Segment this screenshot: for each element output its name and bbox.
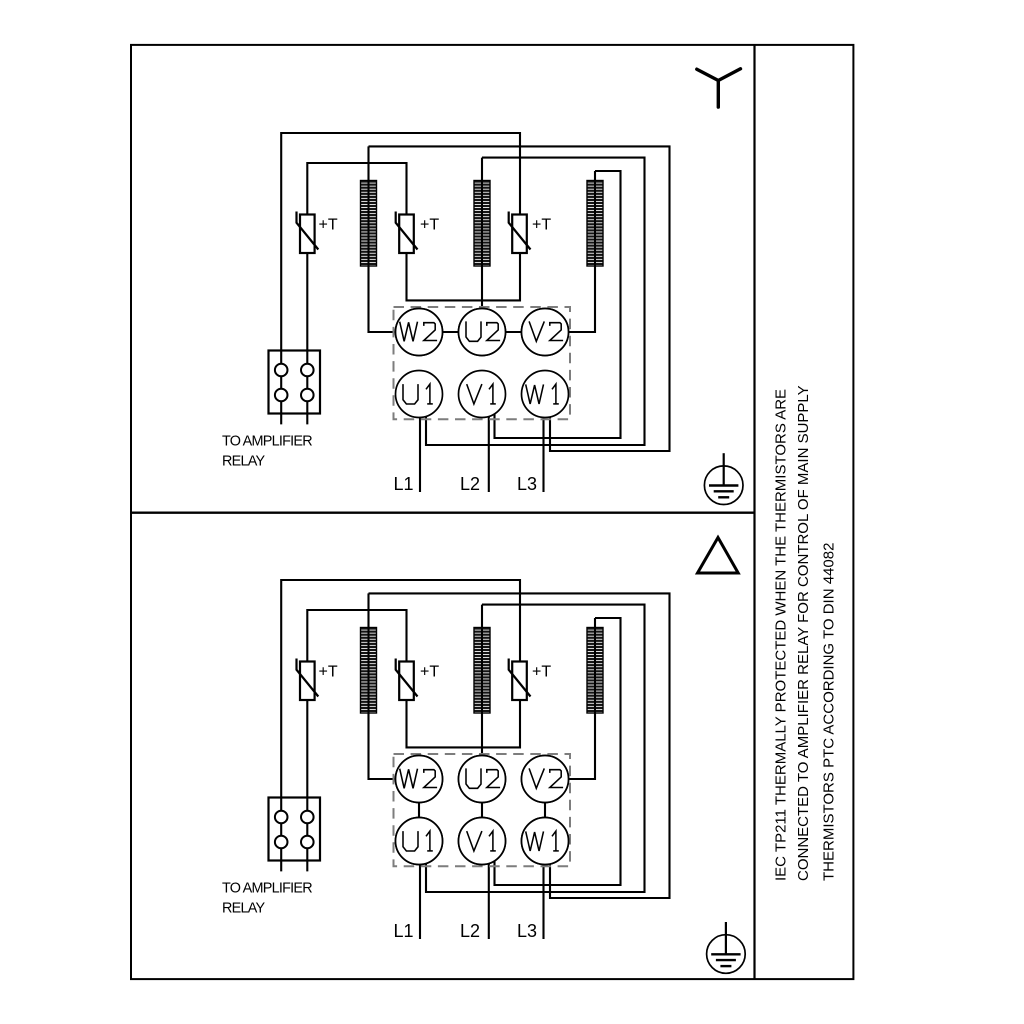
svg-text:THERMISTORS PTC ACCORDING TO D: THERMISTORS PTC ACCORDING TO DIN 44082 [820,543,837,881]
svg-text:IEC TP211 THERMALLY PROTECTED: IEC TP211 THERMALLY PROTECTED WHEN THE T… [773,389,790,881]
svg-text:CONNECTED TO AMPLIFIER RELAY F: CONNECTED TO AMPLIFIER RELAY FOR CONTROL… [795,385,812,881]
